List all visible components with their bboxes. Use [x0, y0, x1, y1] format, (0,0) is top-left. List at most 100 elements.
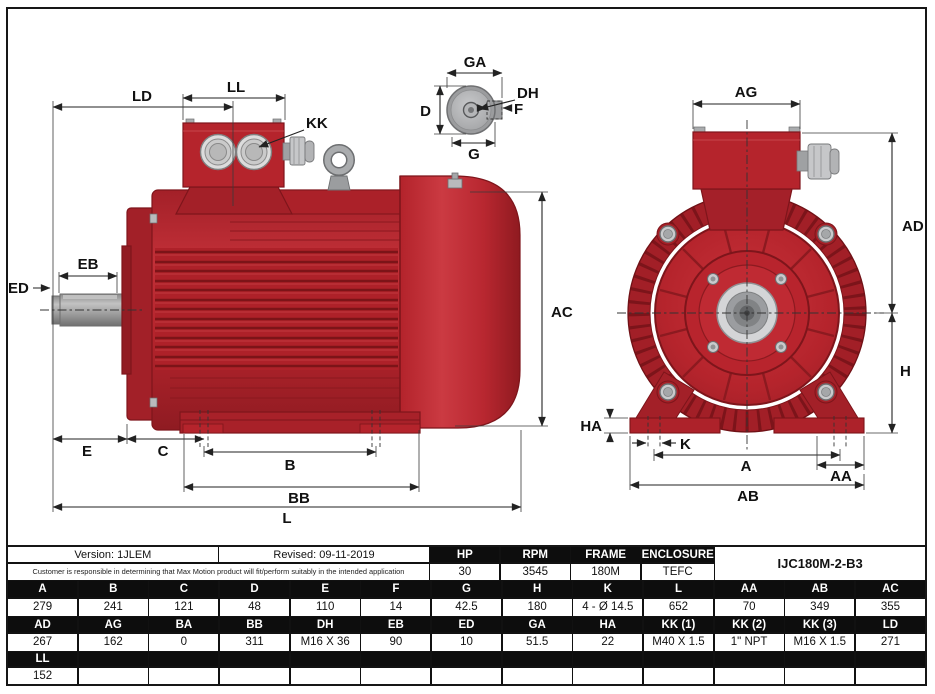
- title-block: Version: 1JLEM Revised: 09-11-2019 HP RP…: [8, 547, 925, 580]
- dim-header-cell: [714, 652, 784, 666]
- dim-value-cell: M40 X 1.5: [643, 633, 714, 651]
- endbell-ribs: [659, 225, 835, 401]
- housing-bolt: [656, 380, 680, 404]
- dim-value-cell: 110: [290, 598, 360, 616]
- spec-table: Version: 1JLEM Revised: 09-11-2019 HP RP…: [6, 545, 927, 686]
- dim-label-E: E: [82, 443, 92, 460]
- enclosure-header: ENCLOSURE: [641, 547, 714, 562]
- dim-label-ED: ED: [8, 280, 29, 297]
- dim-label-G: G: [468, 146, 480, 163]
- side-view-dimensions: LD LL KK ED EB E C B BB: [8, 79, 573, 527]
- terminal-box-front: [692, 126, 801, 231]
- housing-bolt: [814, 380, 838, 404]
- dim-value-cell: [361, 667, 431, 684]
- dim-value-cell: [431, 667, 502, 684]
- hp-value: 30: [430, 563, 500, 580]
- dim-header-cell: BB: [219, 617, 290, 632]
- dim-header-cell: L: [643, 581, 714, 597]
- hp-header: HP: [430, 547, 500, 562]
- dim-value-cell: 42.5: [431, 598, 502, 616]
- dim-label-AA: AA: [830, 468, 852, 485]
- dim-header-cell: AD: [8, 617, 78, 632]
- dim-header-cell: [785, 652, 855, 666]
- dim-value-cell: 22: [573, 633, 643, 651]
- dim-header-cell: AC: [855, 581, 925, 597]
- cover-plug: [447, 178, 463, 189]
- dim-header-cell: [431, 652, 502, 666]
- rpm-value: 3545: [500, 563, 570, 580]
- side-view-motor: [40, 118, 521, 449]
- dim-label-AG: AG: [735, 84, 758, 101]
- dim-label-AC: AC: [551, 304, 573, 321]
- dim-value-cell: 121: [149, 598, 219, 616]
- dim-value-cell: 652: [643, 598, 714, 616]
- frame-value: 180M: [571, 563, 641, 580]
- dim-label-A: A: [741, 458, 752, 475]
- dim-header-cell: [643, 652, 714, 666]
- dim-value-cell: 70: [714, 598, 784, 616]
- dim-label-LL: LL: [227, 79, 245, 96]
- gland-hole: [199, 133, 237, 171]
- fan-cover: [399, 175, 521, 429]
- dim-value-cell: [643, 667, 714, 684]
- endbell-screw: [775, 341, 787, 353]
- dim-header-cell: BA: [149, 617, 219, 632]
- dim-header-cell: [573, 652, 643, 666]
- dim-value-cell: 311: [219, 633, 290, 651]
- dim-value-row-3: 152: [8, 667, 925, 684]
- front-view-dimensions: AG AD H HA K A AA: [580, 84, 924, 505]
- dim-header-cell: LD: [855, 617, 925, 632]
- dim-value-cell: [290, 667, 360, 684]
- dim-header-cell: [502, 652, 572, 666]
- dim-label-L: L: [282, 510, 291, 527]
- dim-value-cell: 51.5: [502, 633, 572, 651]
- dim-value-cell: 1" NPT: [714, 633, 784, 651]
- version-cell: Version: 1JLEM: [8, 547, 218, 562]
- dim-header-cell: DH: [290, 617, 360, 632]
- cover-plug-stem: [451, 172, 459, 180]
- dim-label-DH: DH: [517, 85, 539, 102]
- dim-value-cell: [573, 667, 643, 684]
- gland-hole: [235, 133, 273, 171]
- dim-label-C: C: [158, 443, 169, 460]
- dim-label-K: K: [680, 436, 691, 453]
- dim-header-cell: GA: [502, 617, 572, 632]
- dim-header-cell: F: [361, 581, 431, 597]
- dim-value-cell: 267: [8, 633, 78, 651]
- dim-value-cell: 241: [78, 598, 148, 616]
- enclosure-value: TEFC: [641, 563, 714, 580]
- dim-value-cell: 0: [149, 633, 219, 651]
- endbell-screw: [707, 273, 719, 285]
- dim-header-cell: AG: [78, 617, 148, 632]
- cable-gland-front: [796, 143, 840, 180]
- dim-header-cell: D: [219, 581, 290, 597]
- dim-label-LD: LD: [132, 88, 152, 105]
- dim-value-cell: 271: [855, 633, 925, 651]
- dim-header-cell: B: [78, 581, 148, 597]
- dim-label-HA: HA: [580, 418, 602, 435]
- dim-value-cell: [855, 667, 925, 684]
- dim-header-cell: [78, 652, 148, 666]
- dim-header-cell: E: [290, 581, 360, 597]
- dim-header-cell: C: [149, 581, 219, 597]
- dim-value-cell: 180: [502, 598, 572, 616]
- dim-value-cell: 152: [8, 667, 78, 684]
- cooling-fins: [155, 221, 418, 399]
- lifting-eyebolt: [323, 144, 355, 191]
- dim-label-AB: AB: [737, 488, 759, 505]
- bolt-icon: [149, 397, 158, 408]
- frame-header: FRAME: [571, 547, 641, 562]
- dim-label-KK: KK: [306, 115, 328, 132]
- dim-label-B: B: [285, 457, 296, 474]
- shaft-end-detail: GA D G DH F: [420, 54, 539, 163]
- dim-header-cell: KK (2): [714, 617, 784, 632]
- dim-label-AD: AD: [902, 218, 924, 235]
- dim-header-cell: [855, 652, 925, 666]
- dim-value-cell: [785, 667, 855, 684]
- dim-label-BB: BB: [288, 490, 310, 507]
- dim-label-H: H: [900, 363, 911, 380]
- dim-header-cell: AB: [785, 581, 855, 597]
- dim-header-cell: HA: [573, 617, 643, 632]
